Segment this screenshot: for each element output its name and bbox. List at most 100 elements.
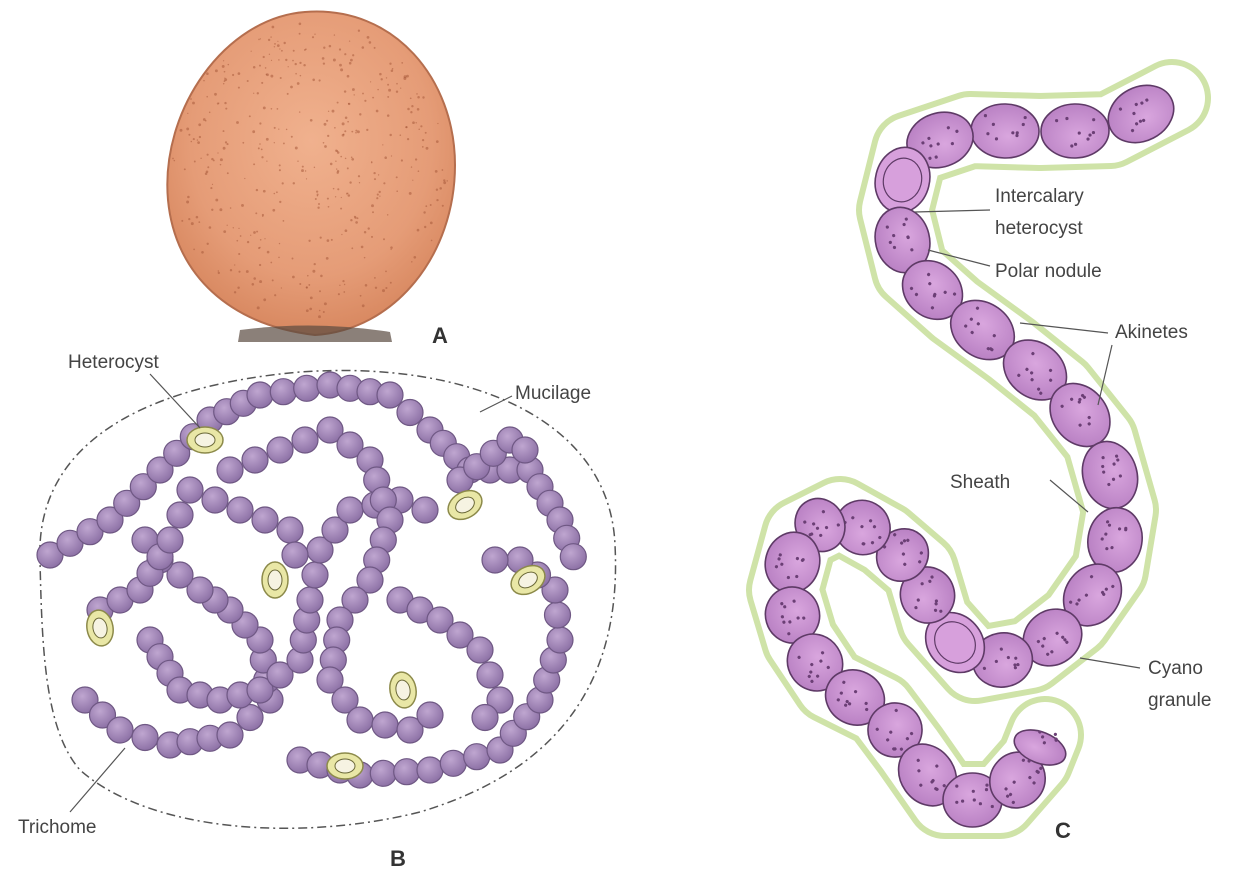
colony-speckle bbox=[253, 93, 254, 94]
colony-speckle bbox=[301, 169, 304, 172]
colony-speckle bbox=[207, 243, 209, 245]
colony-speckle bbox=[181, 220, 183, 222]
colony-speckle bbox=[257, 92, 259, 94]
colony-speckle bbox=[375, 287, 377, 289]
colony-speckle bbox=[238, 87, 240, 89]
colony-speckle bbox=[314, 34, 315, 35]
trichome-cell bbox=[560, 544, 586, 570]
colony-speckle bbox=[442, 169, 444, 171]
colony-speckle bbox=[241, 204, 244, 207]
colony-speckle bbox=[237, 286, 239, 288]
colony-speckle bbox=[329, 45, 332, 48]
colony-speckle bbox=[174, 160, 175, 161]
colony-speckle bbox=[320, 275, 323, 278]
trichome-cell bbox=[397, 400, 423, 426]
colony-speckle bbox=[287, 93, 289, 95]
colony-speckle bbox=[299, 283, 301, 285]
colony-speckle bbox=[242, 142, 244, 144]
colony-speckle bbox=[446, 180, 448, 182]
colony-speckle bbox=[280, 77, 282, 79]
cyano-granule bbox=[955, 785, 958, 788]
colony-speckle bbox=[191, 222, 194, 225]
colony-speckle bbox=[417, 229, 420, 232]
cyano-granule bbox=[985, 784, 988, 787]
colony-speckle bbox=[257, 306, 260, 309]
colony-speckle bbox=[323, 142, 325, 144]
colony-speckle bbox=[271, 60, 272, 61]
colony-speckle bbox=[387, 214, 388, 215]
colony-speckle bbox=[315, 198, 317, 200]
colony-speckle bbox=[390, 246, 393, 249]
colony-speckle bbox=[255, 212, 257, 214]
cyano-granule bbox=[991, 805, 994, 808]
colony-speckle bbox=[270, 262, 272, 264]
colony-speckle bbox=[384, 156, 387, 159]
trichome-cell bbox=[217, 722, 243, 748]
colony-speckle bbox=[366, 129, 368, 131]
colony-speckle bbox=[386, 77, 387, 78]
colony-speckle bbox=[347, 167, 349, 169]
colony-speckle bbox=[418, 128, 420, 130]
colony-speckle bbox=[364, 100, 366, 102]
colony-speckle bbox=[215, 69, 218, 72]
colony-speckle bbox=[299, 33, 301, 35]
panel-c-letter: C bbox=[1055, 818, 1071, 843]
colony-speckle bbox=[230, 269, 232, 271]
colony-speckle bbox=[186, 127, 189, 130]
colony-speckle bbox=[328, 111, 329, 112]
cyano-granule bbox=[955, 801, 958, 804]
colony-speckle bbox=[344, 90, 346, 92]
colony-speckle bbox=[188, 134, 190, 136]
colony-speckle bbox=[405, 126, 407, 128]
colony-speckle bbox=[227, 172, 229, 174]
colony-speckle bbox=[318, 315, 321, 318]
colony-speckle bbox=[279, 164, 281, 166]
colony-speckle bbox=[267, 251, 270, 254]
colony-speckle bbox=[430, 204, 432, 206]
colony-speckle bbox=[326, 257, 329, 260]
colony-speckle bbox=[238, 271, 240, 273]
colony-speckle bbox=[261, 156, 263, 158]
akinetes-label: Akinetes bbox=[1115, 322, 1188, 343]
trichome-cell bbox=[227, 497, 253, 523]
colony-speckle bbox=[338, 293, 340, 295]
cyano-granule bbox=[972, 790, 975, 793]
colony-speckle bbox=[259, 264, 261, 266]
colony-speckle bbox=[197, 139, 198, 140]
colony-speckle bbox=[372, 97, 374, 99]
colony-speckle bbox=[418, 170, 420, 172]
colony-speckle bbox=[335, 196, 336, 197]
colony-speckle bbox=[351, 247, 353, 249]
colony-speckle bbox=[377, 194, 379, 196]
colony-speckle bbox=[396, 176, 398, 178]
trichome-cell bbox=[294, 375, 320, 401]
colony-speckle bbox=[201, 251, 204, 254]
colony-speckle bbox=[286, 129, 288, 131]
colony-speckle bbox=[234, 291, 236, 293]
trichome-cell bbox=[417, 702, 443, 728]
colony-speckle bbox=[442, 205, 444, 207]
colony-speckle bbox=[379, 195, 380, 196]
substrate bbox=[238, 325, 392, 342]
colony-speckle bbox=[373, 172, 375, 174]
colony-speckle bbox=[279, 169, 281, 171]
colony-speckle bbox=[355, 132, 357, 134]
colony-speckle bbox=[261, 82, 263, 84]
colony-speckle bbox=[416, 93, 418, 95]
colony-speckle bbox=[207, 154, 209, 156]
colony-speckle bbox=[263, 190, 266, 193]
colony-speckle bbox=[387, 96, 389, 98]
colony-speckle bbox=[276, 191, 278, 193]
colony-speckle bbox=[400, 134, 402, 136]
colony-speckle bbox=[274, 43, 276, 45]
colony-speckle bbox=[342, 122, 345, 125]
colony-speckle bbox=[364, 231, 366, 233]
colony-speckle bbox=[206, 72, 209, 75]
colony-speckle bbox=[396, 190, 398, 192]
colony-speckle bbox=[392, 68, 394, 70]
colony-speckle bbox=[334, 127, 336, 129]
colony-speckle bbox=[252, 130, 255, 133]
colony-speckle bbox=[331, 239, 333, 241]
colony-speckle bbox=[410, 111, 412, 113]
